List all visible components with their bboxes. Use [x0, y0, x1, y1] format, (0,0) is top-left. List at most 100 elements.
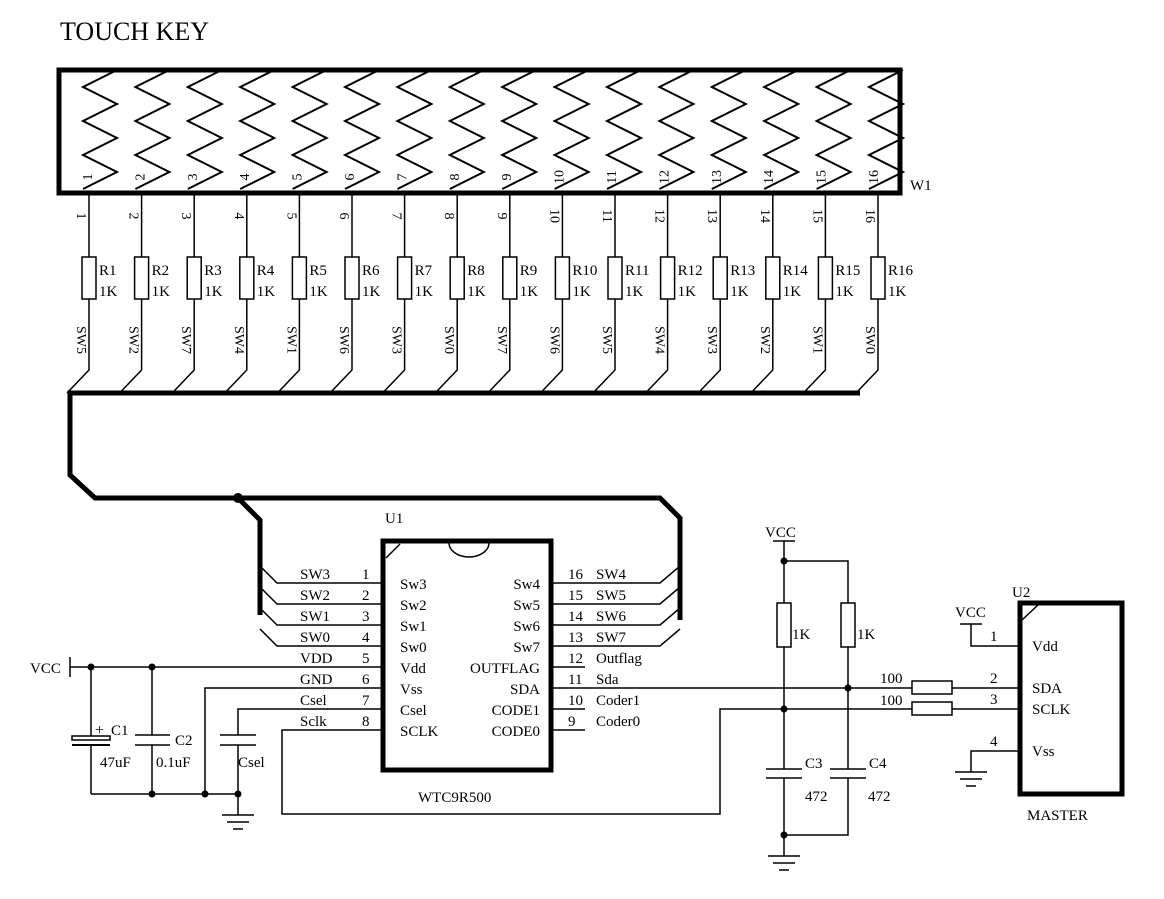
u1-right-pin-num: 16 [568, 567, 584, 583]
resistor [344, 256, 360, 300]
resistor-net: SW1 [809, 326, 824, 354]
switch-bus [67, 390, 860, 620]
u1-right-pin-num: 14 [568, 609, 584, 625]
u1-right-pin-num: 15 [568, 588, 583, 604]
pad-number: 2 [133, 174, 148, 181]
u1-left-pin-num: 2 [362, 588, 370, 604]
u2-ref: U2 [1012, 585, 1030, 601]
resistor-pin: 10 [546, 209, 561, 223]
resistor-net: SW1 [283, 326, 298, 354]
pad-number: 5 [291, 174, 306, 181]
resistor-net: SW4 [652, 326, 667, 354]
touch-pad [395, 69, 434, 190]
u1-left-net: SW1 [300, 609, 330, 625]
resistor-net: SW3 [704, 326, 719, 354]
u1-left-net: VDD [300, 651, 333, 667]
u1-left-net: GND [300, 672, 333, 688]
u1-left-pin-num: 1 [362, 567, 370, 583]
resistor-ref: R2 [152, 263, 170, 279]
resistor-pin: 3 [178, 213, 193, 220]
resistor-value: 1K [257, 284, 276, 300]
keypad-ref: W1 [910, 178, 932, 194]
u1-right-pin-num: 13 [568, 630, 583, 646]
u1-right-pin-name: CODE0 [492, 724, 540, 740]
u1-right-pin-name: Sw6 [513, 619, 540, 635]
resistor-ref: R16 [888, 263, 914, 279]
u1-right-net: Coder0 [596, 714, 640, 730]
resistor [502, 256, 518, 300]
u1-right-pin-name: Sw5 [513, 598, 540, 614]
resistor-value: 1K [678, 284, 697, 300]
resistor-ref: R12 [678, 263, 703, 279]
u1-left-net: SW3 [300, 567, 330, 583]
resistor [554, 256, 571, 300]
pad-number: 15 [815, 170, 830, 184]
resistor-value: 1K [362, 284, 381, 300]
resistor-value: 1K [730, 284, 749, 300]
pad-number: 8 [448, 174, 463, 181]
u1-power-network: VCC + C1 47uF C2 0.1uF Csel [30, 657, 912, 830]
u1-left-pin-name: Sw0 [400, 640, 427, 656]
resistor-ref: R5 [309, 263, 327, 279]
pad-number: 10 [553, 170, 568, 184]
resistor-value: 1K [520, 284, 539, 300]
c2-ref: C2 [175, 733, 193, 749]
u1-right-pin-num: 12 [568, 651, 583, 667]
u1-right-pin-name: SDA [510, 682, 540, 698]
u1-right-net: SW5 [596, 588, 626, 604]
resistor-pin: 15 [809, 209, 824, 223]
resistor [870, 256, 886, 300]
resistor-pin: 1 [73, 213, 88, 220]
pad-number: 11 [605, 170, 620, 183]
u2-pin4-num: 4 [990, 734, 998, 750]
resistor-ref: R13 [730, 263, 755, 279]
u2-pin2-num: 2 [990, 671, 998, 687]
u2-pin3-num: 3 [990, 692, 998, 708]
pullup-value-2: 1K [857, 627, 876, 643]
resistor-net: SW0 [441, 326, 456, 354]
touch-pad [814, 69, 853, 190]
resistor-value: 1K [467, 284, 486, 300]
u1-left-net: SW0 [300, 630, 330, 646]
resistor-net: SW7 [178, 326, 193, 354]
u2-master: U2 MASTER VCC 1 2 3 4 Vdd SDA SCLK Vss [955, 585, 1125, 824]
pad-number: 16 [867, 170, 882, 184]
pad-number: 14 [762, 170, 777, 184]
resistor-value: 1K [309, 284, 328, 300]
resistor-value: 1K [572, 284, 591, 300]
resistor [81, 256, 97, 300]
resistor-ref: R9 [520, 263, 538, 279]
pad-number: 13 [710, 170, 725, 184]
u1-left-pin-name: SCLK [400, 724, 439, 740]
c3-ref: C3 [805, 756, 823, 772]
resistor-pin: 2 [126, 213, 141, 220]
resistor-net: SW5 [73, 326, 88, 354]
touch-pad [133, 69, 172, 190]
u1-left-pin-num: 6 [362, 672, 370, 688]
resistor-value: 1K [835, 284, 854, 300]
resistor-net: SW6 [546, 326, 561, 354]
u1-left-pin-name: Vss [400, 682, 423, 698]
u2-pin1-num: 1 [990, 629, 998, 645]
u1-right-pin-name: Sw4 [513, 577, 540, 593]
u1-left-net: SW2 [300, 588, 330, 604]
resistor-pin: 9 [494, 213, 509, 220]
touch-pad [290, 69, 329, 190]
u1-right-pin-name: OUTFLAG [470, 661, 540, 677]
touch-pad [657, 69, 696, 190]
resistor-value: 1K [625, 284, 644, 300]
resistor-net: SW5 [599, 326, 614, 354]
resistor-pin: 12 [652, 209, 667, 223]
u1-left-pin-name: Vdd [400, 661, 426, 677]
u1-right-net: SW7 [596, 630, 627, 646]
c4-value: 472 [868, 789, 891, 805]
u1-left-net: Sclk [300, 714, 327, 730]
touch-pad [237, 69, 277, 190]
resistor-pin: 5 [283, 213, 298, 220]
touch-pad [761, 69, 801, 190]
touch-pad [342, 69, 382, 190]
u2-pin3-name: SCLK [1032, 702, 1071, 718]
u1-left-pin-num: 4 [362, 630, 370, 646]
u1-right-pin-name: Sw7 [513, 640, 540, 656]
resistor-ref: R8 [467, 263, 485, 279]
